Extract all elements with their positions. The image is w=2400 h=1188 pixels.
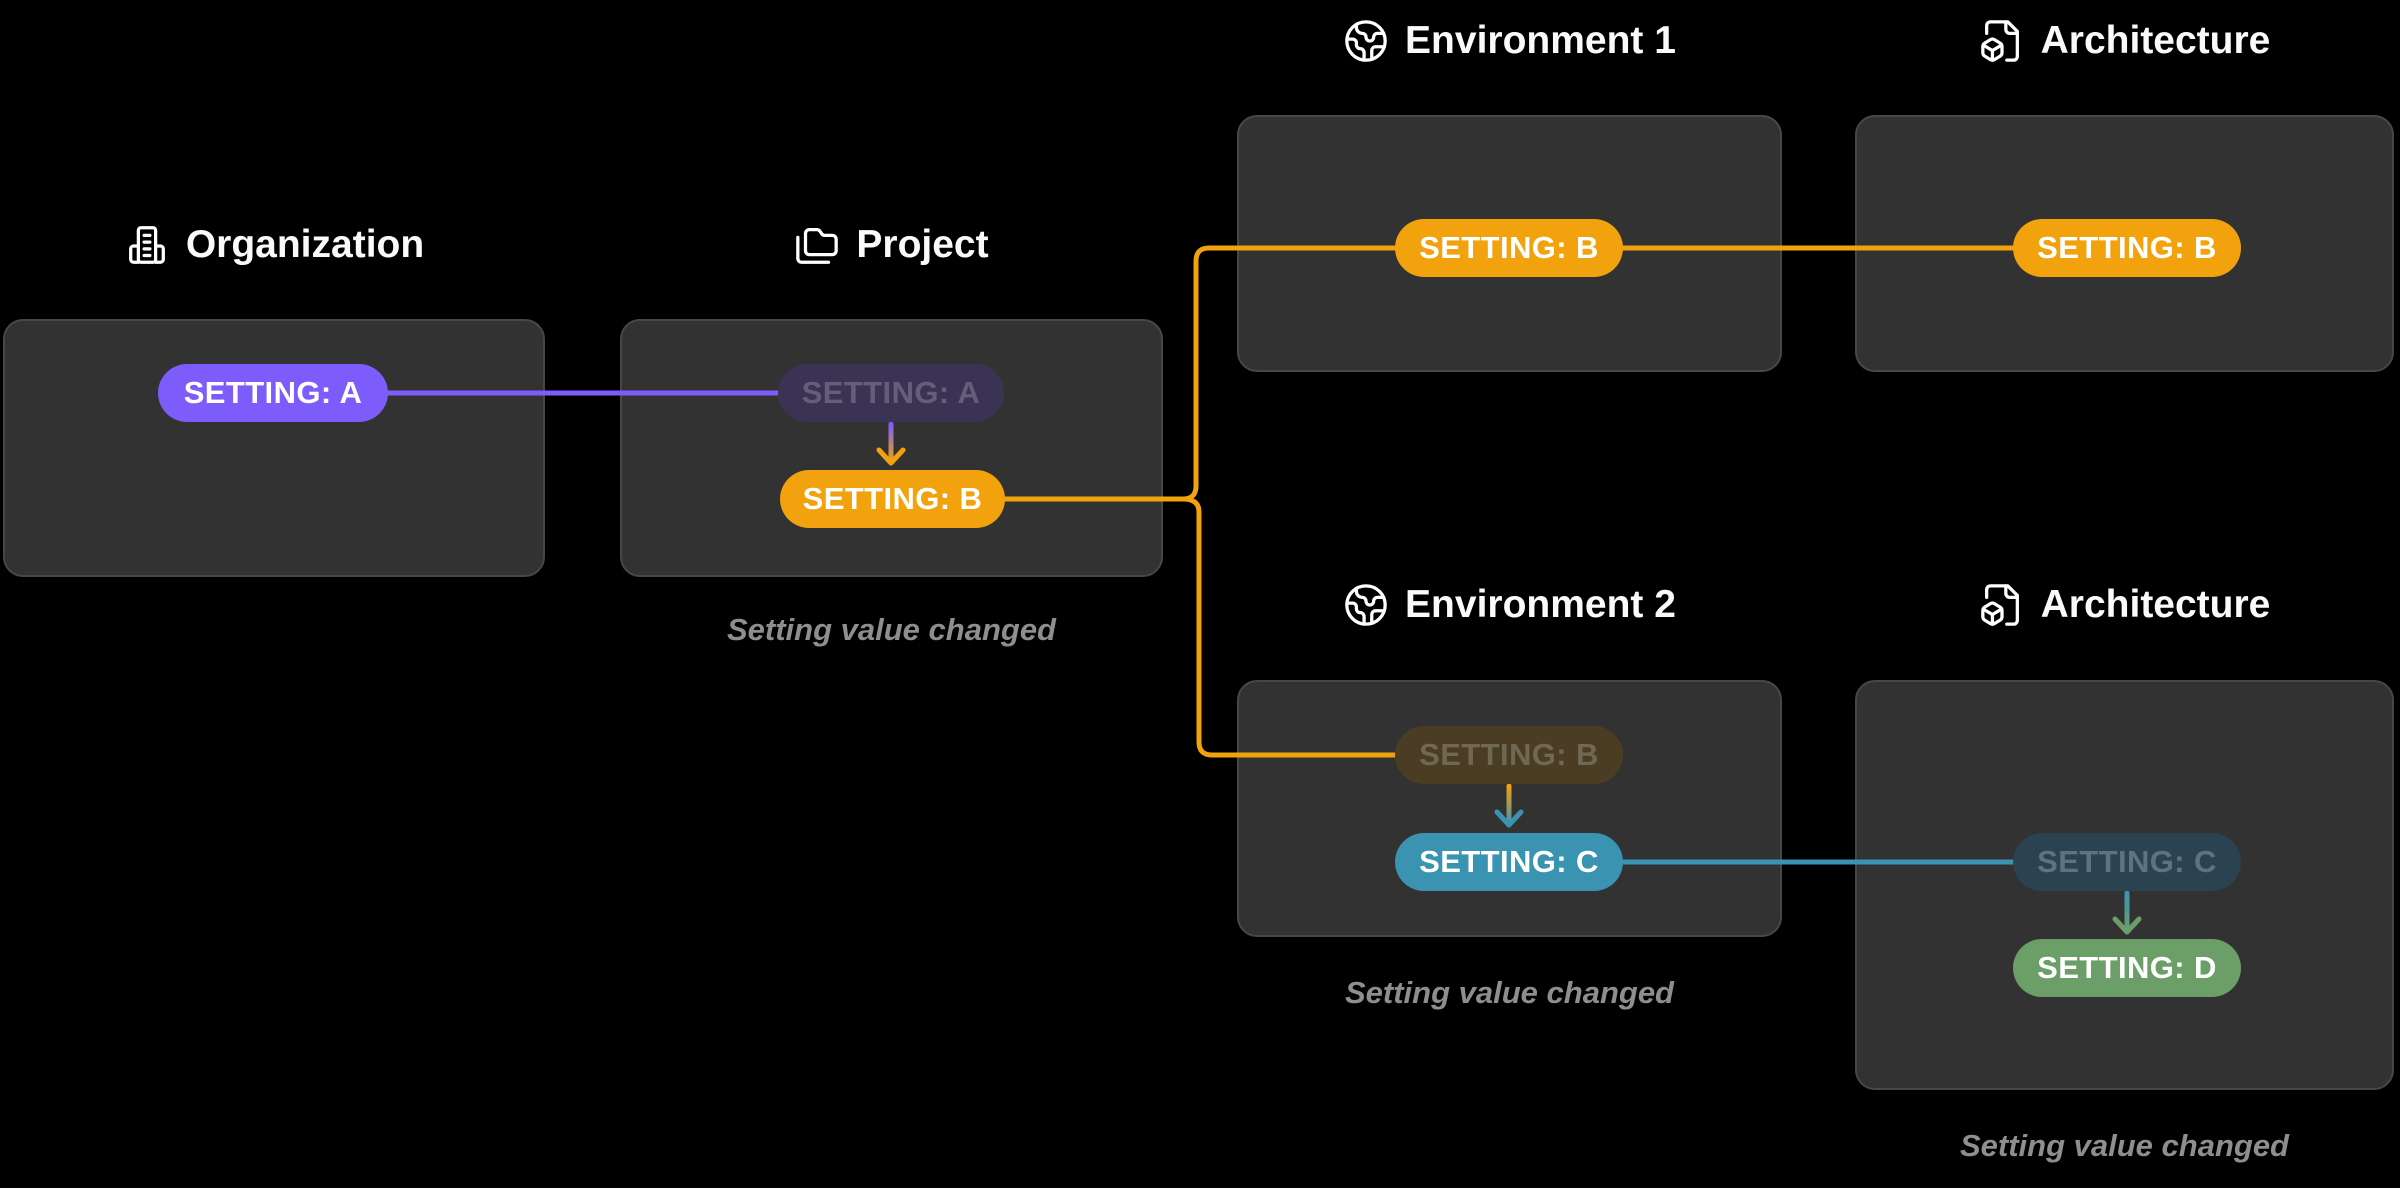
arch1-setting-b-pill: SETTING: B: [2013, 219, 2241, 277]
arch2-setting-d-pill: SETTING: D: [2013, 939, 2241, 997]
architecture-2-header: Architecture: [1855, 578, 2394, 632]
file-box-icon: [1979, 582, 2025, 628]
env2-setting-b-faded-pill: SETTING: B: [1395, 726, 1623, 784]
architecture-1-title: Architecture: [2040, 19, 2271, 62]
environment-2-card: [1237, 680, 1782, 937]
architecture-2-title: Architecture: [2040, 583, 2271, 626]
architecture-2-caption: Setting value changed: [1959, 1128, 2289, 1163]
file-box-icon: [1979, 18, 2025, 64]
environment-1-header: Environment 1: [1237, 14, 1782, 68]
organization-header: Organization: [3, 218, 545, 272]
folders-icon: [794, 222, 840, 268]
organization-card: [3, 319, 545, 577]
environment-2-title: Environment 2: [1405, 583, 1676, 626]
building-icon: [124, 222, 170, 268]
project-setting-b-pill: SETTING: B: [780, 470, 1005, 528]
project-header: Project: [620, 218, 1163, 272]
org-setting-a-pill: SETTING: A: [158, 364, 388, 422]
project-card: [620, 319, 1163, 577]
globe-icon: [1343, 18, 1389, 64]
arch2-setting-c-faded-pill: SETTING: C: [2013, 833, 2241, 891]
project-caption: Setting value changed: [726, 612, 1056, 647]
environment-2-caption: Setting value changed: [1344, 975, 1674, 1010]
architecture-1-header: Architecture: [1855, 14, 2394, 68]
organization-title: Organization: [185, 223, 425, 266]
project-setting-a-faded-pill: SETTING: A: [778, 364, 1004, 422]
env2-setting-c-pill: SETTING: C: [1395, 833, 1623, 891]
env1-setting-b-pill: SETTING: B: [1395, 219, 1623, 277]
globe-icon: [1343, 582, 1389, 628]
environment-2-header: Environment 2: [1237, 578, 1782, 632]
project-title: Project: [856, 223, 989, 266]
environment-1-title: Environment 1: [1405, 19, 1676, 62]
